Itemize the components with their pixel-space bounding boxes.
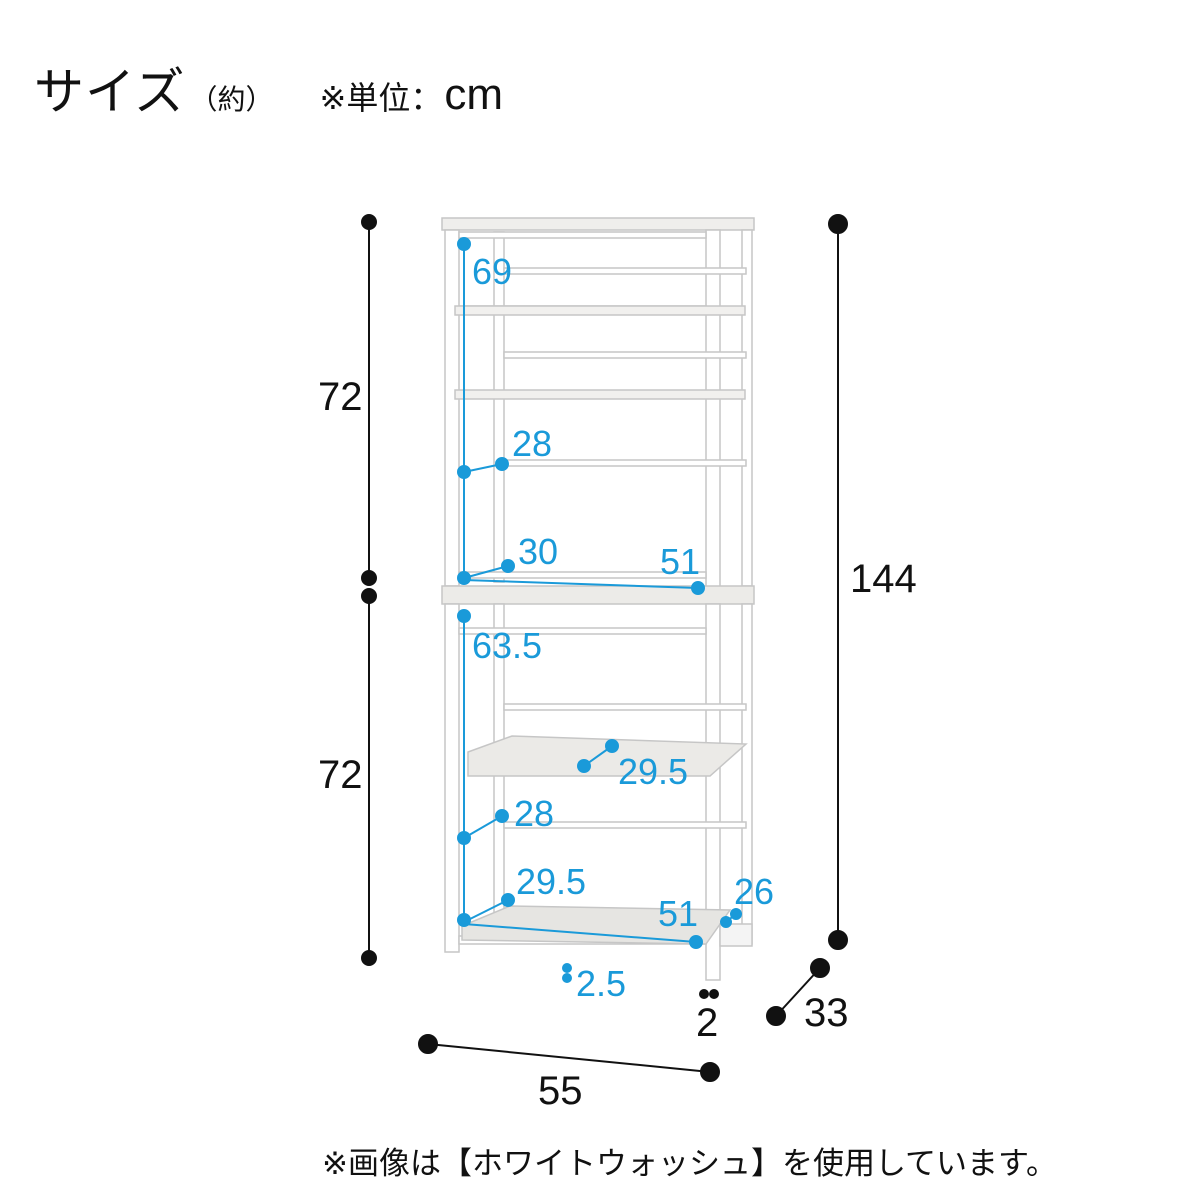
upper-side-post-right xyxy=(741,229,753,587)
rack-illustration xyxy=(441,217,755,981)
leg-label: 2 xyxy=(696,1001,718,1045)
upper-bottom-width-label: 51 xyxy=(660,541,700,582)
width-label: 55 xyxy=(538,1069,583,1113)
lower-inner-height-label: 63.5 xyxy=(472,625,542,666)
bottom-shelf xyxy=(461,905,732,945)
approx-label: （約） xyxy=(189,83,274,116)
upper-shelf-depth-label: 28 xyxy=(512,423,552,464)
dim-dot xyxy=(418,1034,438,1054)
dim-dot xyxy=(828,930,848,950)
lower-middle-shelf xyxy=(467,735,748,777)
dim-dot xyxy=(361,950,377,966)
dim-dot xyxy=(361,570,377,586)
bottom-width-label: 51 xyxy=(658,893,698,934)
depth-label: 33 xyxy=(804,991,849,1035)
top-board xyxy=(441,217,755,231)
lower-shelf-depth-label: 28 xyxy=(514,793,554,834)
middle-board xyxy=(441,585,755,605)
lower-height-label: 72 xyxy=(318,753,363,797)
unit-label: ※単位： xyxy=(319,79,443,117)
bottom-depth-label: 29.5 xyxy=(516,861,586,902)
dim-dot xyxy=(361,214,377,230)
dim-dot xyxy=(828,214,848,234)
dim-dot xyxy=(810,958,830,978)
image-note: ※画像は【ホワイトウォッシュ】を使用しています。 xyxy=(322,1146,1057,1182)
dim-dot xyxy=(766,1006,786,1026)
outer-dimensions xyxy=(361,214,848,1082)
unit-value: cm xyxy=(444,70,503,119)
dim-dot xyxy=(700,1062,720,1082)
bottom-gap-label: 2.5 xyxy=(576,963,626,1004)
upper-shelf-2 xyxy=(454,389,746,400)
upper-height-label: 72 xyxy=(318,375,363,419)
upper-front-post-right xyxy=(705,229,721,591)
lower-front-post-left xyxy=(444,603,460,953)
dim-dot xyxy=(709,989,719,999)
upper-front-post-left xyxy=(444,229,460,587)
total-height-label: 144 xyxy=(850,557,917,601)
upper-shelf-1 xyxy=(454,305,746,316)
inner-dimensions xyxy=(457,237,742,983)
dim-dot xyxy=(361,588,377,604)
upper-inner-height-label: 69 xyxy=(472,251,512,292)
mid-shelf-depth-label: 29.5 xyxy=(618,751,688,792)
side-depth-label: 26 xyxy=(734,871,774,912)
upper-bottom-depth-label: 30 xyxy=(518,531,558,572)
lower-front-post-right xyxy=(705,603,721,981)
size-title: サイズ xyxy=(34,63,186,121)
dim-dot xyxy=(699,989,709,999)
page-heading: サイズ （約） ※単位： cm xyxy=(34,52,503,132)
